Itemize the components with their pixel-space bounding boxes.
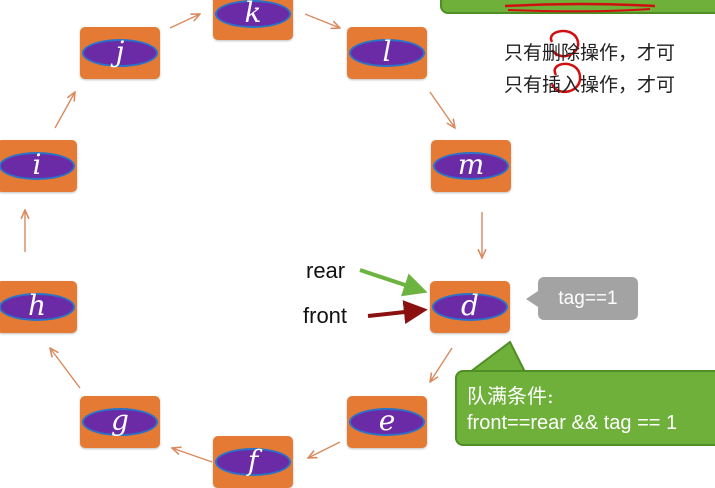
node-label-f: f	[247, 444, 259, 477]
node-g: g	[80, 396, 160, 448]
node-e: e	[347, 396, 427, 448]
red-underline-top	[504, 2, 656, 8]
arrow-j-k	[169, 14, 200, 29]
node-oval	[433, 152, 509, 180]
node-label-j: j	[115, 35, 125, 68]
node-label-d: d	[461, 289, 479, 322]
node-oval	[0, 293, 75, 321]
node-oval	[0, 152, 75, 180]
front-label: front	[303, 303, 348, 328]
node-label-i: i	[32, 148, 42, 181]
note-delete-only: 只有删除操作，才可	[504, 42, 676, 64]
arrow-l-m	[429, 91, 455, 128]
node-oval	[82, 408, 158, 436]
queue-full-condition-box: 队满条件: front==rear && tag == 1	[455, 370, 715, 446]
front-arrow	[367, 300, 428, 325]
node-oval	[215, 0, 291, 28]
rear-arrow	[359, 268, 428, 297]
node-i: i	[0, 140, 77, 192]
node-m: m	[431, 140, 511, 192]
node-f: f	[213, 436, 293, 488]
arrow-k-l	[304, 13, 340, 28]
node-label-k: k	[244, 0, 262, 29]
node-label-h: h	[27, 289, 47, 322]
condition-expr-part1: front==rear	[467, 412, 566, 434]
node-oval	[432, 293, 508, 321]
node-label-l: l	[382, 35, 392, 68]
tag-bubble: tag==1	[526, 277, 638, 320]
arrow-e-f	[308, 441, 341, 458]
arrow-i-j	[54, 92, 75, 129]
node-l: l	[347, 27, 427, 79]
node-j: j	[80, 27, 160, 79]
node-label-e: e	[378, 404, 396, 437]
condition-expression: front==rear && tag == 1	[467, 412, 677, 435]
red-circle-insert	[550, 62, 582, 94]
node-oval	[82, 39, 158, 67]
arrow-d-e	[430, 347, 453, 382]
node-d: d	[430, 281, 510, 333]
arrow-f-g	[172, 448, 213, 463]
node-oval	[349, 39, 425, 67]
node-oval	[349, 408, 425, 436]
red-circle-delete	[549, 29, 580, 58]
note-insert-only: 只有插入操作，才可	[504, 74, 676, 96]
node-oval	[215, 448, 291, 476]
node-h: h	[0, 281, 77, 333]
node-label-g: g	[111, 404, 129, 437]
rear-label: rear	[306, 258, 346, 283]
condition-expr-part2: && tag == 1	[565, 412, 678, 434]
condition-title: 队满条件:	[467, 384, 554, 408]
red-underline-top-2	[507, 8, 651, 13]
node-k: k	[213, 0, 293, 40]
node-label-m: m	[457, 148, 485, 181]
arrow-g-h	[50, 348, 81, 389]
